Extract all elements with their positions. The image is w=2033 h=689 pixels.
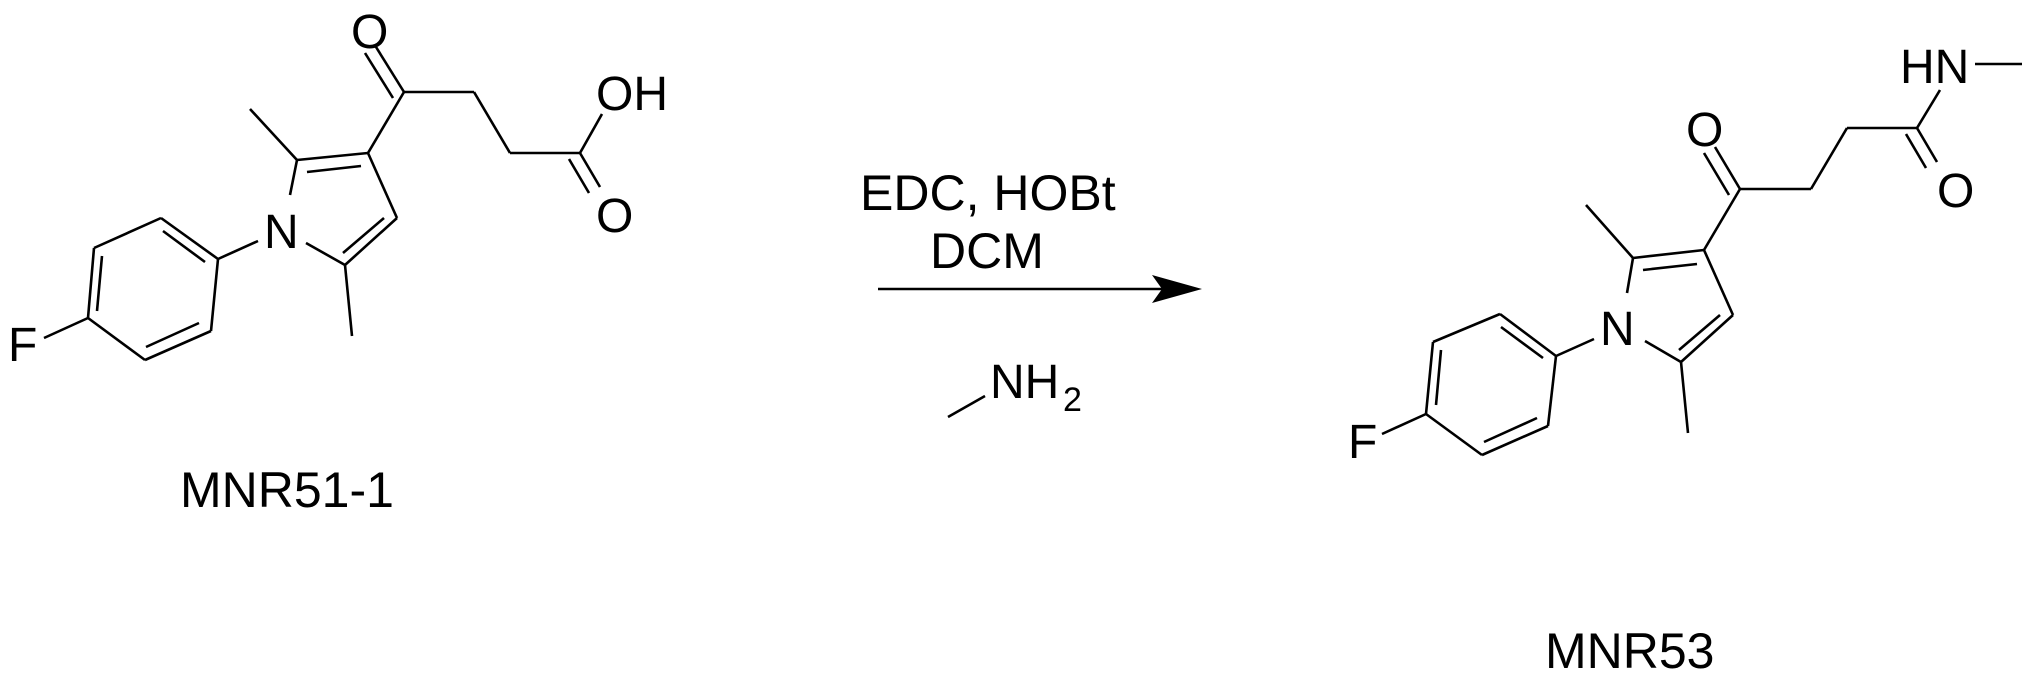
atom-label-o: O [351,6,388,59]
starting-material-label: MNR51-1 [180,462,394,518]
solvent-label: DCM [930,223,1044,279]
subscript-2: 2 [1063,381,1082,419]
atom-label-f: F [1348,416,1377,469]
product-label: MNR53 [1545,623,1714,679]
atom-label-o: O [1937,165,1974,218]
atom-label-hn: HN [1900,41,1969,94]
atom-label-o: O [1686,104,1723,157]
atom-label-oh: OH [596,68,668,121]
atom-label-o: O [596,190,633,243]
methylamine-bond [947,394,986,419]
atom-label-f: F [8,319,37,372]
starting-material-structure [43,46,604,362]
atom-label-n: N [264,206,299,259]
product-structure [1381,62,2022,457]
reagents-label: EDC, HOBt [860,165,1116,221]
atom-label-n: N [1600,303,1635,356]
reaction-arrow [878,275,1202,303]
atom-label-nh: NH [990,356,1059,409]
